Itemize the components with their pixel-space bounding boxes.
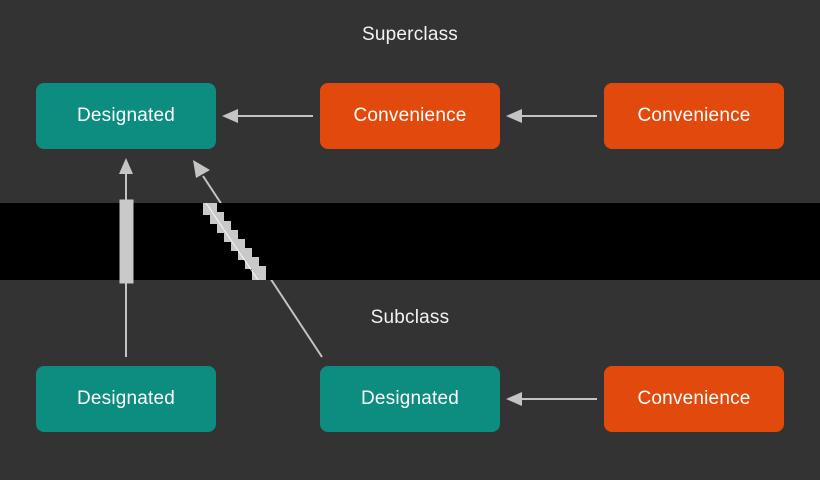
arrow-super-conv1-to-designated [222, 109, 313, 123]
node-subclass-designated-2[interactable]: Designated [320, 366, 500, 432]
node-superclass-designated[interactable]: Designated [36, 83, 216, 149]
node-label: Convenience [637, 105, 751, 126]
node-superclass-convenience-2[interactable]: Convenience [604, 83, 784, 149]
subclass-title: Subclass [370, 307, 450, 328]
node-label: Convenience [353, 105, 467, 126]
node-label: Designated [76, 388, 176, 409]
node-label: Convenience [637, 388, 751, 409]
node-subclass-designated-1[interactable]: Designated [36, 366, 216, 432]
node-subclass-convenience[interactable]: Convenience [604, 366, 784, 432]
arrow-super-conv2-to-conv1 [506, 109, 597, 123]
arrow-segment-diagonal-in-band [203, 202, 266, 281]
node-superclass-convenience-1[interactable]: Convenience [320, 83, 500, 149]
superclass-title: Superclass [362, 24, 458, 45]
node-label: Designated [360, 388, 460, 409]
node-label: Designated [76, 105, 176, 126]
arrow-segment-vertical-in-band [119, 199, 134, 284]
occluder-band [0, 203, 820, 280]
arrow-sub-conv-to-sub-designated [506, 392, 597, 406]
